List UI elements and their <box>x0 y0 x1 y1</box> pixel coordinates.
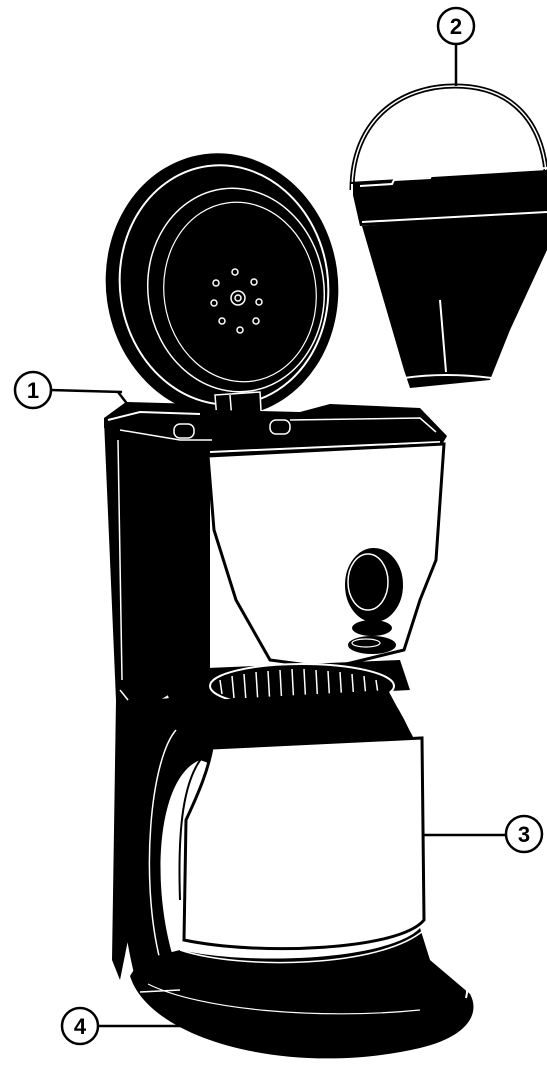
callout-1-label: 1 <box>27 378 39 403</box>
callout-4-label: 4 <box>74 1014 87 1039</box>
front-housing <box>208 444 444 668</box>
callout-3: 3 <box>424 816 542 852</box>
callout-2: 2 <box>438 8 474 86</box>
power-switch[interactable] <box>346 549 402 621</box>
callout-1: 1 <box>15 372 132 410</box>
thermal-carafe <box>119 660 424 995</box>
carafe-body <box>184 738 424 949</box>
callout-2-label: 2 <box>450 14 462 39</box>
callout-3-label: 3 <box>518 822 530 847</box>
filter-basket <box>350 86 547 388</box>
indicator-light <box>352 620 392 636</box>
lid <box>89 138 355 432</box>
filter-cone <box>362 214 547 388</box>
